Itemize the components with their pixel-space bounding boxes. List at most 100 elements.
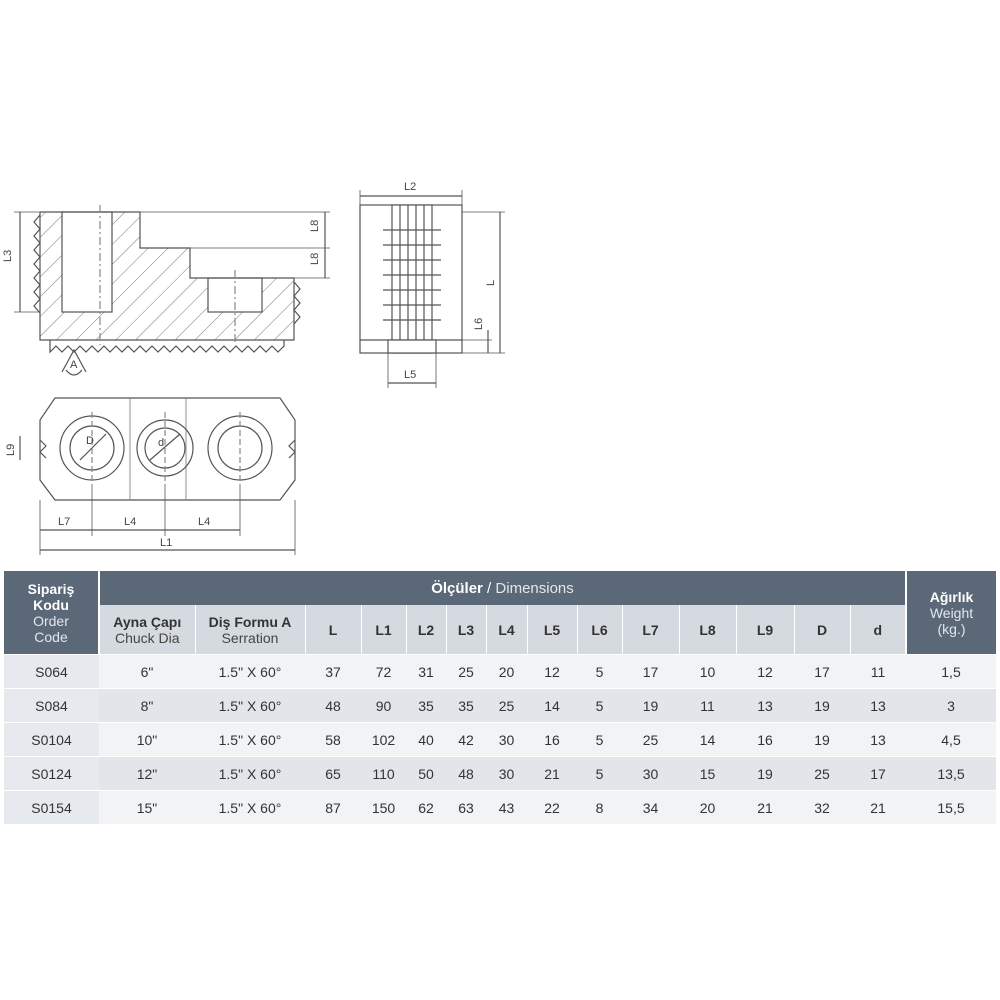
dimension-cell: 19 [794, 688, 850, 723]
dimension-cell: 21 [736, 790, 794, 824]
chuck-dia-cell: 8" [99, 688, 195, 723]
dimension-cell: 35 [446, 688, 486, 723]
dimension-cell: 20 [486, 654, 527, 689]
order-code-cell: S0104 [4, 722, 99, 757]
dimension-cell: 5 [577, 756, 622, 791]
label-l1: L1 [160, 537, 172, 549]
dimension-cell: 14 [679, 722, 736, 757]
dimension-cell: 16 [527, 722, 577, 757]
chuck-dia-cell: 12" [99, 756, 195, 791]
label-l3: L3 [2, 250, 14, 262]
dimension-cell: 17 [850, 756, 906, 791]
weight-cell: 1,5 [906, 654, 996, 689]
dimension-column-header: D [793, 605, 850, 655]
order-code-cell: S0124 [4, 756, 99, 791]
chuck-dia-header: Ayna Çapı Chuck Dia [99, 605, 195, 655]
weight-header: Ağırlık Weight (kg.) [905, 571, 996, 655]
weight-cell: 13,5 [906, 756, 996, 791]
label-l5: L5 [404, 369, 416, 381]
dimension-cell: 5 [577, 688, 622, 723]
dimension-cell: 22 [527, 790, 577, 824]
label-d-upper: D [86, 435, 94, 447]
dimensions-header: Ölçüler / Dimensions [99, 571, 906, 606]
dimension-cell: 5 [577, 722, 622, 757]
dimension-cell: 32 [794, 790, 850, 824]
side-section-view [14, 205, 330, 376]
dimension-cell: 25 [446, 654, 486, 689]
serration-cell: 1.5" X 60° [195, 654, 305, 689]
serration-cell: 1.5" X 60° [195, 790, 305, 824]
dimension-cell: 30 [622, 756, 679, 791]
dimension-cell: 102 [361, 722, 406, 757]
dimension-cell: 17 [794, 654, 850, 689]
dimension-cell: 25 [794, 756, 850, 791]
dimension-cell: 10 [679, 654, 736, 689]
dimension-cell: 20 [679, 790, 736, 824]
chuck-dia-cell: 15" [99, 790, 195, 824]
dimension-cell: 65 [305, 756, 361, 791]
label-l2: L2 [404, 181, 416, 193]
label-l8-upper: L8 [309, 220, 321, 232]
dimension-cell: 48 [305, 688, 361, 723]
serration-cell: 1.5" X 60° [195, 722, 305, 757]
dimension-cell: 12 [736, 654, 794, 689]
dimension-column-header: L8 [678, 605, 736, 655]
dimension-cell: 48 [446, 756, 486, 791]
technical-drawing: L3 L8 L8 A L2 L L6 L5 L9 D d L7 L4 L4 L1 [2, 181, 505, 555]
weight-cell: 3 [906, 688, 996, 723]
dimension-cell: 63 [446, 790, 486, 824]
dimension-column-header: L3 [445, 605, 486, 655]
label-l: L [485, 280, 497, 286]
label-d-lower: d [158, 437, 164, 449]
dimension-cell: 21 [527, 756, 577, 791]
dimension-column-header: L2 [405, 605, 446, 655]
dimension-cell: 13 [850, 688, 906, 723]
dimension-cell: 87 [305, 790, 361, 824]
dimension-cell: 50 [406, 756, 446, 791]
dimension-cell: 150 [361, 790, 406, 824]
dimension-cell: 8 [577, 790, 622, 824]
dimension-cell: 25 [486, 688, 527, 723]
dimension-column-header: L7 [621, 605, 679, 655]
order-code-cell: S0154 [4, 790, 99, 824]
dimension-cell: 42 [446, 722, 486, 757]
serration-cell: 1.5" X 60° [195, 756, 305, 791]
front-view [359, 190, 505, 388]
dimension-cell: 30 [486, 756, 527, 791]
label-l9: L9 [5, 444, 17, 456]
weight-cell: 4,5 [906, 722, 996, 757]
chuck-dia-cell: 10" [99, 722, 195, 757]
label-angle-a: A [70, 359, 78, 371]
dimension-column-header: L [304, 605, 361, 655]
dimension-cell: 31 [406, 654, 446, 689]
dimension-cell: 90 [361, 688, 406, 723]
dimension-cell: 11 [679, 688, 736, 723]
chuck-dia-cell: 6" [99, 654, 195, 689]
label-l4-first: L4 [124, 516, 136, 528]
dimension-cell: 5 [577, 654, 622, 689]
dimension-cell: 19 [622, 688, 679, 723]
dimension-cell: 35 [406, 688, 446, 723]
dimension-column-header: L9 [735, 605, 794, 655]
dimension-cell: 21 [850, 790, 906, 824]
label-l7: L7 [58, 516, 70, 528]
dimension-cell: 34 [622, 790, 679, 824]
label-l6: L6 [473, 318, 485, 330]
dimension-column-header: L4 [485, 605, 527, 655]
dimension-column-header: d [849, 605, 906, 655]
dimension-cell: 17 [622, 654, 679, 689]
dimension-cell: 12 [527, 654, 577, 689]
top-view [19, 397, 296, 555]
dimension-column-header: L5 [526, 605, 577, 655]
label-l8-lower: L8 [309, 253, 321, 265]
dimension-cell: 11 [850, 654, 906, 689]
spec-table: Sipariş Kodu Order Code Ölçüler / Dimens… [4, 571, 996, 824]
dimension-cell: 62 [406, 790, 446, 824]
weight-cell: 15,5 [906, 790, 996, 824]
dimension-cell: 43 [486, 790, 527, 824]
